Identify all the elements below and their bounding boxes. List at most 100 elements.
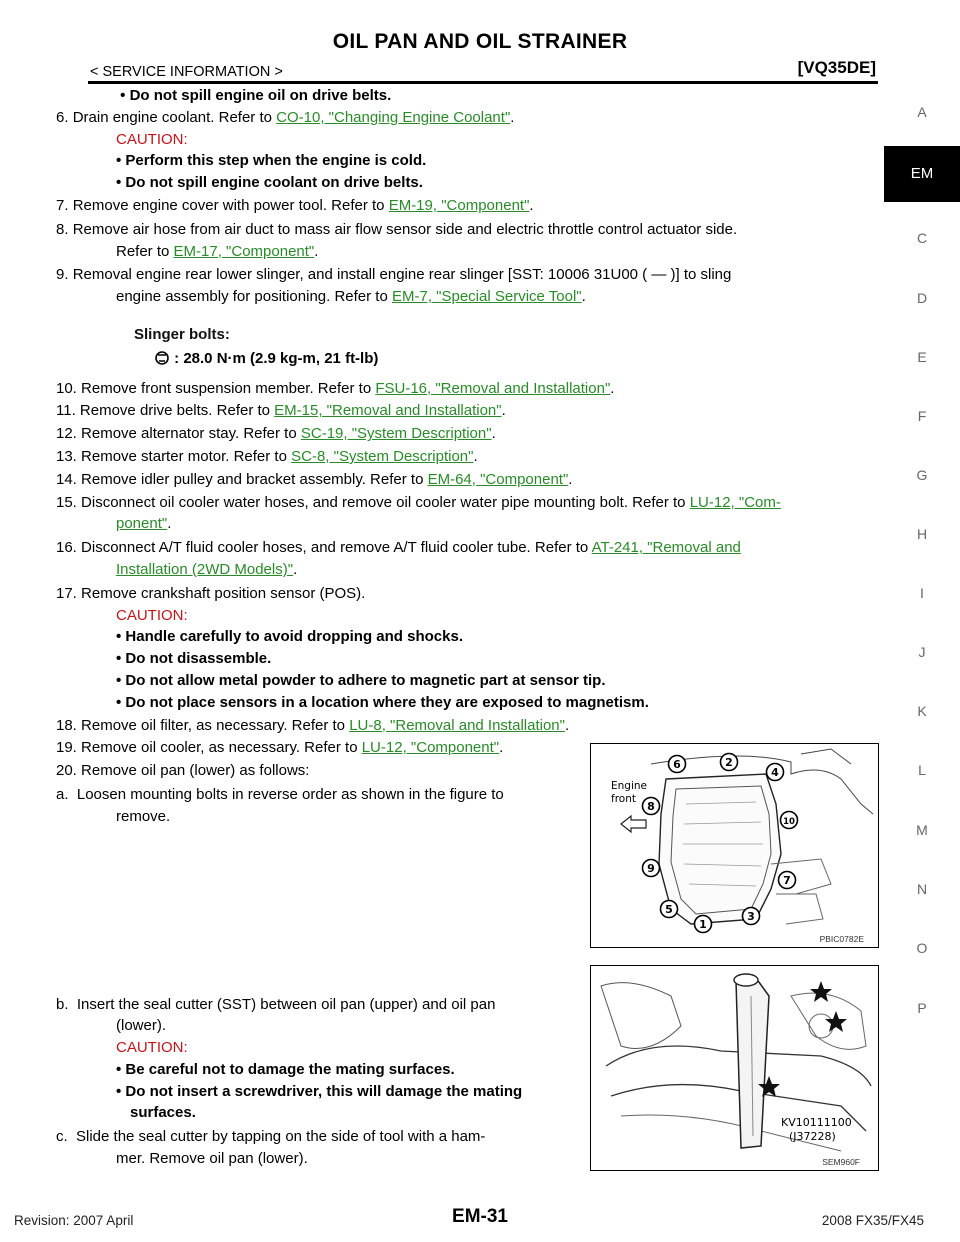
bolt-marker-4: 4 bbox=[765, 762, 785, 782]
step-6: 6. Drain engine coolant. Refer to CO-10,… bbox=[56, 108, 515, 126]
step-16-cont: Installation (2WD Models)". bbox=[116, 560, 298, 578]
step-10: 10. Remove front suspension member. Refe… bbox=[56, 379, 615, 397]
caution-label: CAUTION: bbox=[116, 1039, 188, 1057]
link-fsu16[interactable]: FSU-16, "Removal and Installation" bbox=[375, 379, 611, 397]
section-tab-em[interactable]: EM bbox=[884, 146, 960, 202]
bullet-item: • Do not allow metal powder to adhere to… bbox=[116, 671, 606, 689]
step-8: 8. Remove air hose from air duct to mass… bbox=[56, 220, 738, 238]
svg-text:2: 2 bbox=[725, 756, 733, 769]
svg-text:3: 3 bbox=[747, 910, 755, 923]
link-em17[interactable]: EM-17, "Component" bbox=[173, 242, 315, 260]
section-tab-k[interactable]: K bbox=[917, 703, 927, 719]
link-at241[interactable]: AT-241, "Removal and bbox=[591, 539, 741, 557]
slinger-torque: : 28.0 N·m (2.9 kg-m, 21 ft-lb) bbox=[116, 348, 879, 370]
step-15: 15. Disconnect oil cooler water hoses, a… bbox=[56, 493, 781, 511]
procedure-text: • Do not spill engine oil on drive belts… bbox=[56, 85, 879, 1170]
bullet-item: • Do not insert a screwdriver, this will… bbox=[116, 1082, 523, 1100]
vehicle-model: 2008 FX35/FX45 bbox=[821, 1213, 924, 1228]
section-tab-a[interactable]: A bbox=[917, 104, 927, 120]
oil-pan-diagram: Engine front 1 2 3 4 5 6 7 8 9 10 bbox=[611, 748, 874, 934]
svg-text:4: 4 bbox=[771, 766, 779, 779]
bullet-item: • Do not disassemble. bbox=[116, 650, 272, 668]
step-13: 13. Remove starter motor. Refer to SC-8,… bbox=[56, 447, 478, 465]
substep-c-cont: mer. Remove oil pan (lower). bbox=[116, 1150, 308, 1168]
caution-label: CAUTION: bbox=[116, 130, 188, 148]
step-15-cont: ponent". bbox=[116, 515, 172, 533]
star-icon bbox=[810, 981, 832, 1002]
oil-pan-bolt-order-figure: Engine front 1 2 3 4 5 6 7 8 9 10 PBIC0782E bbox=[590, 743, 879, 948]
section-tab-l[interactable]: L bbox=[918, 762, 926, 778]
substep-a: a. Loosen mounting bolts in reverse orde… bbox=[56, 785, 504, 803]
page-number: EM-31 bbox=[452, 1206, 508, 1227]
bolt-marker-8: 8 bbox=[641, 796, 661, 816]
bullet-item: • Do not spill engine coolant on drive b… bbox=[116, 174, 423, 192]
link-lu12-cont[interactable]: ponent" bbox=[116, 515, 168, 533]
section-tab-n[interactable]: N bbox=[916, 881, 928, 897]
figure-code: SEM960F bbox=[822, 1157, 860, 1167]
step-14: 14. Remove idler pulley and bracket asse… bbox=[56, 470, 573, 488]
slinger-label: Slinger bolts: bbox=[134, 325, 230, 343]
bolt-marker-7: 7 bbox=[777, 870, 797, 890]
section-tab-i[interactable]: I bbox=[920, 585, 924, 601]
link-em7[interactable]: EM-7, "Special Service Tool" bbox=[391, 288, 582, 306]
substep-b: b. Insert the seal cutter (SST) between … bbox=[56, 995, 496, 1013]
figure-code: PBIC0782E bbox=[819, 934, 864, 944]
bolt-marker-6: 6 bbox=[667, 754, 687, 774]
section-tab-o[interactable]: O bbox=[916, 940, 928, 956]
link-at241-cont[interactable]: Installation (2WD Models)" bbox=[116, 560, 294, 578]
svg-text:8: 8 bbox=[647, 800, 655, 813]
link-em15[interactable]: EM-15, "Removal and Installation" bbox=[274, 402, 502, 420]
label-engine: Engine bbox=[611, 780, 647, 792]
bullet-item-cont: surfaces. bbox=[130, 1104, 196, 1122]
section-tab-j[interactable]: J bbox=[918, 644, 926, 660]
revision-date: Revision: 2007 April bbox=[14, 1213, 134, 1228]
section-tab-c[interactable]: C bbox=[916, 230, 928, 246]
section-index-tabs: A EM C D E F G H I J K L M N O P bbox=[884, 90, 960, 1170]
step-12: 12. Remove alternator stay. Refer to SC-… bbox=[56, 425, 496, 443]
section-tab-d[interactable]: D bbox=[916, 290, 928, 306]
section-tab-h[interactable]: H bbox=[916, 526, 928, 542]
substep-a-cont: remove. bbox=[116, 807, 171, 825]
step-7: 7. Remove engine cover with power tool. … bbox=[56, 196, 534, 214]
substep-b-cont: (lower). bbox=[116, 1017, 167, 1035]
section-tab-m[interactable]: M bbox=[916, 822, 928, 838]
step-18: 18. Remove oil filter, as necessary. Ref… bbox=[56, 716, 570, 734]
seal-cutter-diagram: KV10111100 (J37228) bbox=[600, 973, 872, 1152]
star-icon bbox=[758, 1076, 780, 1097]
engine-model: [VQ35DE] bbox=[797, 58, 876, 77]
bolt-marker-5: 5 bbox=[659, 899, 679, 919]
step-11: 11. Remove drive belts. Refer to EM-15, … bbox=[56, 402, 506, 420]
link-lu12b[interactable]: LU-12, "Component" bbox=[361, 739, 500, 757]
bolt-marker-10: 10 bbox=[779, 810, 799, 830]
step-20: 20. Remove oil pan (lower) as follows: bbox=[56, 762, 310, 780]
svg-text:9: 9 bbox=[647, 862, 655, 875]
svg-text:1: 1 bbox=[699, 918, 707, 931]
bullet-item: • Do not place sensors in a location whe… bbox=[116, 693, 649, 711]
link-em64[interactable]: EM-64, "Component" bbox=[427, 470, 569, 488]
label-front: front bbox=[611, 793, 636, 805]
section-tab-p[interactable]: P bbox=[917, 1000, 927, 1016]
step-9: 9. Removal engine rear lower slinger, an… bbox=[56, 266, 732, 284]
section-tab-f[interactable]: F bbox=[917, 408, 927, 424]
bolt-marker-9: 9 bbox=[641, 858, 661, 878]
link-lu12[interactable]: LU-12, "Com- bbox=[689, 493, 781, 511]
step-16: 16. Disconnect A/T fluid cooler hoses, a… bbox=[56, 539, 741, 557]
svg-text:6: 6 bbox=[673, 758, 681, 771]
link-co10[interactable]: CO-10, "Changing Engine Coolant" bbox=[276, 108, 511, 126]
header-rule bbox=[88, 81, 878, 84]
bolt-marker-1: 1 bbox=[693, 914, 713, 934]
bullet-item: • Perform this step when the engine is c… bbox=[116, 152, 427, 170]
step-8-cont: Refer to EM-17, "Component". bbox=[116, 242, 319, 260]
bullet-item: • Handle carefully to avoid dropping and… bbox=[116, 628, 463, 646]
section-tab-e[interactable]: E bbox=[917, 349, 927, 365]
step-19: 19. Remove oil cooler, as necessary. Ref… bbox=[56, 739, 504, 757]
bolt-number-markers: 1 2 3 4 5 6 7 8 9 10 bbox=[641, 752, 799, 934]
link-lu8[interactable]: LU-8, "Removal and Installation" bbox=[349, 716, 565, 734]
torque-wrench-icon bbox=[155, 350, 169, 365]
link-sc8[interactable]: SC-8, "System Description" bbox=[291, 447, 474, 465]
link-sc19[interactable]: SC-19, "System Description" bbox=[300, 425, 492, 443]
star-icon bbox=[825, 1011, 847, 1032]
tool-alt-number: (J37228) bbox=[789, 1130, 836, 1143]
section-tab-g[interactable]: G bbox=[916, 467, 928, 483]
link-em19[interactable]: EM-19, "Component" bbox=[388, 196, 530, 214]
